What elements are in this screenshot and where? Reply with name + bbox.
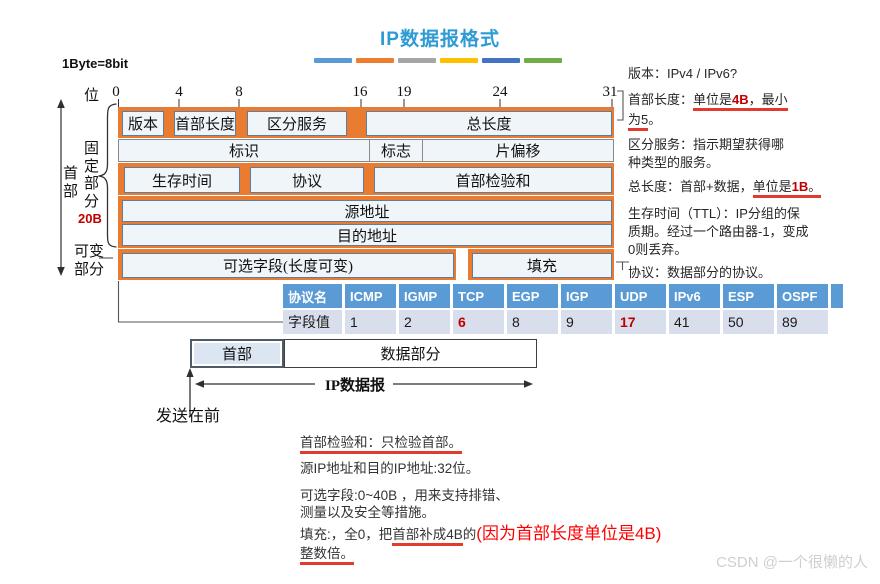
table-cell: 89 <box>777 310 831 334</box>
note-dscp-line2: 种类型的服务。 <box>628 155 720 170</box>
header-row-3: 生存时间 协议 首部检验和 <box>118 163 614 195</box>
decor-dash <box>398 58 436 63</box>
col-header: 协议名 <box>283 284 345 308</box>
decor-dash <box>482 58 520 63</box>
table-cell: 17 <box>615 310 669 334</box>
table-cell: 1 <box>345 310 399 334</box>
header-row-5-options: 可选字段(长度可变) <box>118 249 456 280</box>
header-row-4: 源地址 目的地址 <box>118 196 614 248</box>
field-destination-address: 目的地址 <box>122 224 612 246</box>
note-dscp-line1: 区分服务：指示期望获得哪 <box>628 137 785 152</box>
col-header: ICMP <box>345 284 399 308</box>
table-edge-sliver <box>831 284 843 308</box>
col-header: UDP <box>615 284 669 308</box>
header-row-5-padding: 填充 <box>468 249 614 280</box>
col-header: IGP <box>561 284 615 308</box>
fixed-part-label: 固定部分 <box>83 141 99 210</box>
bit-tick-4: 4 <box>175 84 183 100</box>
note-addresses: 源IP地址和目的IP地址:32位。 <box>300 461 480 476</box>
field-total-length: 总长度 <box>366 111 612 136</box>
note-ttl-line3: 0则丢弃。 <box>628 242 688 257</box>
field-ttl: 生存时间 <box>124 167 240 193</box>
field-ihl: 首部长度 <box>174 111 236 136</box>
table-cell: 6 <box>453 310 507 334</box>
field-options: 可选字段(长度可变) <box>122 253 454 278</box>
field-flags: 标志 <box>369 140 422 161</box>
note-padding-reason: (因为首部长度单位是4B) <box>476 524 662 543</box>
page-title: IP数据报格式 <box>380 29 500 50</box>
note-total-length: 总长度：首部+数据，单位是1B。 <box>628 176 822 198</box>
bit-scale-label: 位 <box>84 88 100 104</box>
note-ttl-line1: 生存时间（TTL）：IP分组的保 <box>628 206 800 221</box>
protocol-table: 协议名 ICMP IGMP TCP EGP IGP UDP IPv6 ESP O… <box>283 284 845 336</box>
field-padding: 填充 <box>472 253 612 278</box>
fixed-part-size: 20B <box>78 211 102 226</box>
note-protocol: 协议：数据部分的协议。 <box>628 265 772 280</box>
field-header-checksum: 首部检验和 <box>374 167 612 193</box>
field-dscp: 区分服务 <box>247 111 347 136</box>
decor-dash <box>356 58 394 63</box>
bit-tick-16: 16 <box>352 84 368 100</box>
field-fragment-offset: 片偏移 <box>422 140 613 161</box>
bit-tick-19: 19 <box>396 84 412 100</box>
table-cell: 50 <box>723 310 777 334</box>
table-cell: 8 <box>507 310 561 334</box>
variable-part-label: 可变部分 <box>73 244 104 278</box>
strip-header-box: 首部 <box>190 339 284 368</box>
bit-tick-8: 8 <box>235 84 243 100</box>
watermark: CSDN @一个很懒的人 <box>716 554 868 571</box>
field-identification: 标识 <box>228 144 259 160</box>
byte-note: 1Byte=8bit <box>62 56 129 71</box>
table-cell: 2 <box>399 310 453 334</box>
field-source-address: 源地址 <box>122 200 612 222</box>
note-ihl-line2: 为5。 <box>628 109 661 131</box>
note-padding-line2: 整数倍。 <box>300 542 354 565</box>
decor-dashes <box>314 58 562 63</box>
decor-dash <box>524 58 562 63</box>
bit-tick-31: 31 <box>602 84 618 100</box>
note-padding: 填充:，全0，把首部补成4B的(因为首部长度单位是4B) <box>300 519 662 546</box>
table-cell: 41 <box>669 310 723 334</box>
bit-tick-24: 24 <box>492 84 508 100</box>
note-options-line2: 测量以及安全等措施。 <box>300 505 435 520</box>
field-protocol: 协议 <box>250 167 364 193</box>
header-row-2: 标识 标志 片偏移 <box>118 139 614 162</box>
field-version: 版本 <box>122 111 164 136</box>
note-ttl-line2: 质期。经过一个路由器-1，变成 <box>628 224 809 239</box>
datagram-label: IP数据报 <box>324 378 385 394</box>
col-header: TCP <box>453 284 507 308</box>
note-checksum: 首部检验和：只检验首部。 <box>300 431 462 454</box>
bit-tick-0: 0 <box>112 84 120 100</box>
note-ihl-line1: 首部长度：单位是4B，最小 <box>628 89 788 111</box>
decor-dash <box>314 58 352 63</box>
ihl-note-bracket <box>617 90 624 121</box>
strip-data-box: 数据部分 <box>284 339 537 368</box>
header-row-1: 版本 首部长度 区分服务 总长度 <box>118 107 614 138</box>
table-cell: 9 <box>561 310 615 334</box>
note-version: 版本：IPv4 / IPv6? <box>628 66 738 81</box>
protocol-table-value-row: 字段值 1 2 6 8 9 17 41 50 89 <box>283 310 845 334</box>
note-options-line1: 可选字段:0~40B ，用来支持排错、 <box>300 488 509 503</box>
col-header: EGP <box>507 284 561 308</box>
table-edge-sliver <box>831 310 843 334</box>
col-header: IGMP <box>399 284 453 308</box>
col-header: OSPF <box>777 284 831 308</box>
col-header: ESP <box>723 284 777 308</box>
decor-dash <box>440 58 478 63</box>
table-cell: 字段值 <box>283 310 345 334</box>
send-first-label: 发送在前 <box>156 408 221 425</box>
protocol-table-header-row: 协议名 ICMP IGMP TCP EGP IGP UDP IPv6 ESP O… <box>283 284 845 308</box>
header-vertical-label: 首部 <box>62 166 78 200</box>
col-header: IPv6 <box>669 284 723 308</box>
